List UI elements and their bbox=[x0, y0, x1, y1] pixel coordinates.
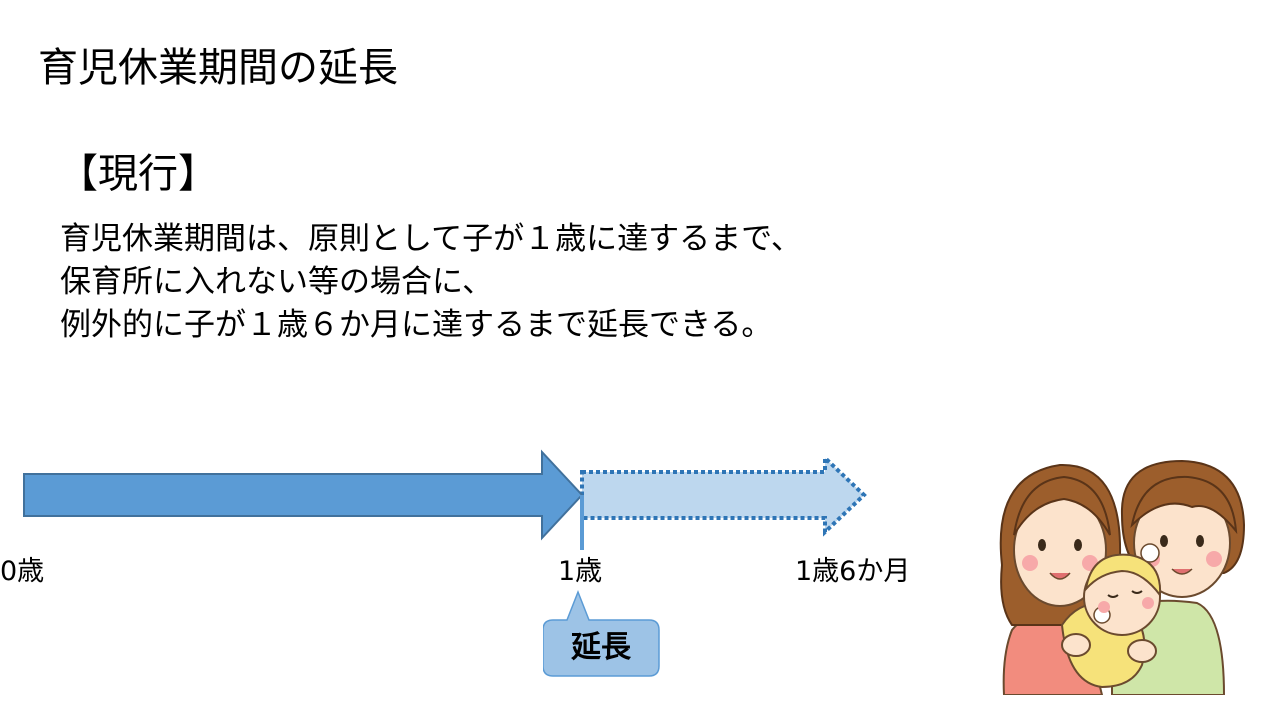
extension-callout: 延長 bbox=[542, 588, 663, 684]
description-line-3: 例外的に子が１歳６か月に達するまで延長できる。 bbox=[60, 307, 773, 343]
section-heading: 【現行】 bbox=[58, 151, 218, 197]
extension-label: 延長 bbox=[571, 630, 631, 665]
description-line-1: 育児休業期間は、原則として子が１歳に達するまで、 bbox=[60, 221, 802, 257]
tick-label-0: 0歳 bbox=[0, 556, 45, 587]
tick-label-2: 1歳6か月 bbox=[795, 556, 911, 587]
timeline-diagram bbox=[23, 449, 867, 550]
base-period-arrow bbox=[23, 449, 584, 541]
family-with-baby-illustration bbox=[999, 459, 1246, 695]
slide-title: 育児休業期間の延長 bbox=[38, 45, 398, 91]
one-year-divider bbox=[580, 495, 584, 550]
description: 育児休業期間は、原則として子が１歳に達するまで、 保育所に入れない等の場合に、 … bbox=[60, 218, 802, 347]
callout-bubble-shape bbox=[542, 589, 660, 677]
tick-label-1: 1歳 bbox=[558, 556, 603, 587]
extension-arrow bbox=[580, 453, 867, 537]
description-line-2: 保育所に入れない等の場合に、 bbox=[60, 264, 494, 300]
